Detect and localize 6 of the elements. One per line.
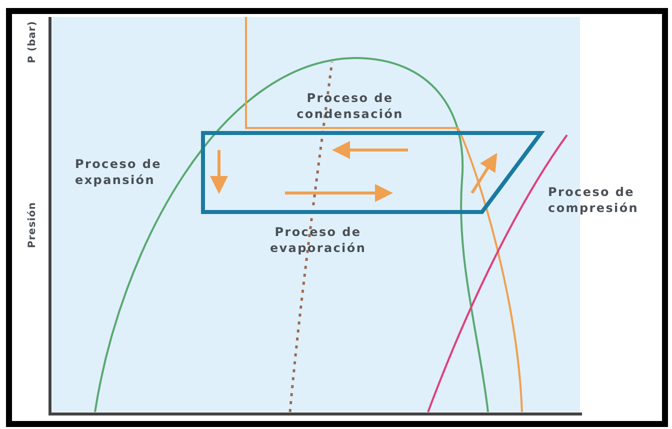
process-label: Proceso de condensación xyxy=(296,90,404,122)
process-label: Proceso de evaporación xyxy=(268,224,368,256)
process-label: Proceso de compresión xyxy=(548,184,640,216)
process-label: Proceso de expansión xyxy=(75,156,163,188)
axis-label: Presión xyxy=(26,202,39,248)
axis-label: P (bar) xyxy=(26,20,40,64)
